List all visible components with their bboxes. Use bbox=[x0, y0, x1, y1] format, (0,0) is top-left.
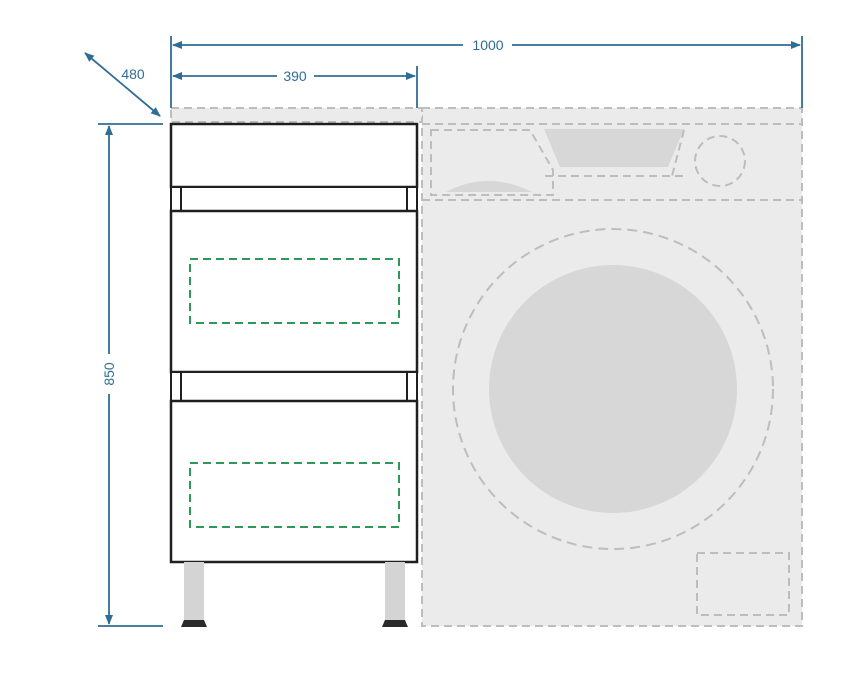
door-outer-ring bbox=[452, 228, 774, 550]
foot-left bbox=[181, 620, 207, 627]
drawer-lower-handle bbox=[189, 462, 400, 528]
panel-diagonal-right bbox=[671, 129, 685, 177]
gap-strip-lower bbox=[170, 371, 418, 402]
program-knob bbox=[694, 135, 746, 187]
label-cabinet-width: 390 bbox=[283, 68, 307, 84]
dimension-lines bbox=[84, 36, 803, 627]
filter-hatch bbox=[696, 552, 790, 616]
label-total-width: 1000 bbox=[472, 37, 503, 53]
worktop-strip bbox=[170, 107, 423, 123]
drawer-handle-shape bbox=[446, 181, 532, 192]
drawer-upper-handle bbox=[189, 258, 400, 324]
foot-right bbox=[382, 620, 408, 627]
cabinet-top-panel bbox=[169, 122, 419, 189]
display-panel bbox=[544, 129, 684, 167]
drawer-lower bbox=[169, 399, 419, 564]
washing-machine bbox=[170, 107, 803, 627]
leg-right bbox=[385, 562, 405, 620]
door-glass bbox=[489, 265, 737, 513]
detergent-drawer bbox=[430, 129, 554, 196]
dim-480-line bbox=[84, 52, 161, 117]
gap-strip-upper bbox=[170, 186, 418, 212]
cabinet bbox=[169, 122, 419, 627]
leg-left bbox=[184, 562, 204, 620]
drawer-upper bbox=[169, 209, 419, 374]
label-height: 850 bbox=[101, 362, 117, 386]
label-depth: 480 bbox=[121, 66, 145, 82]
